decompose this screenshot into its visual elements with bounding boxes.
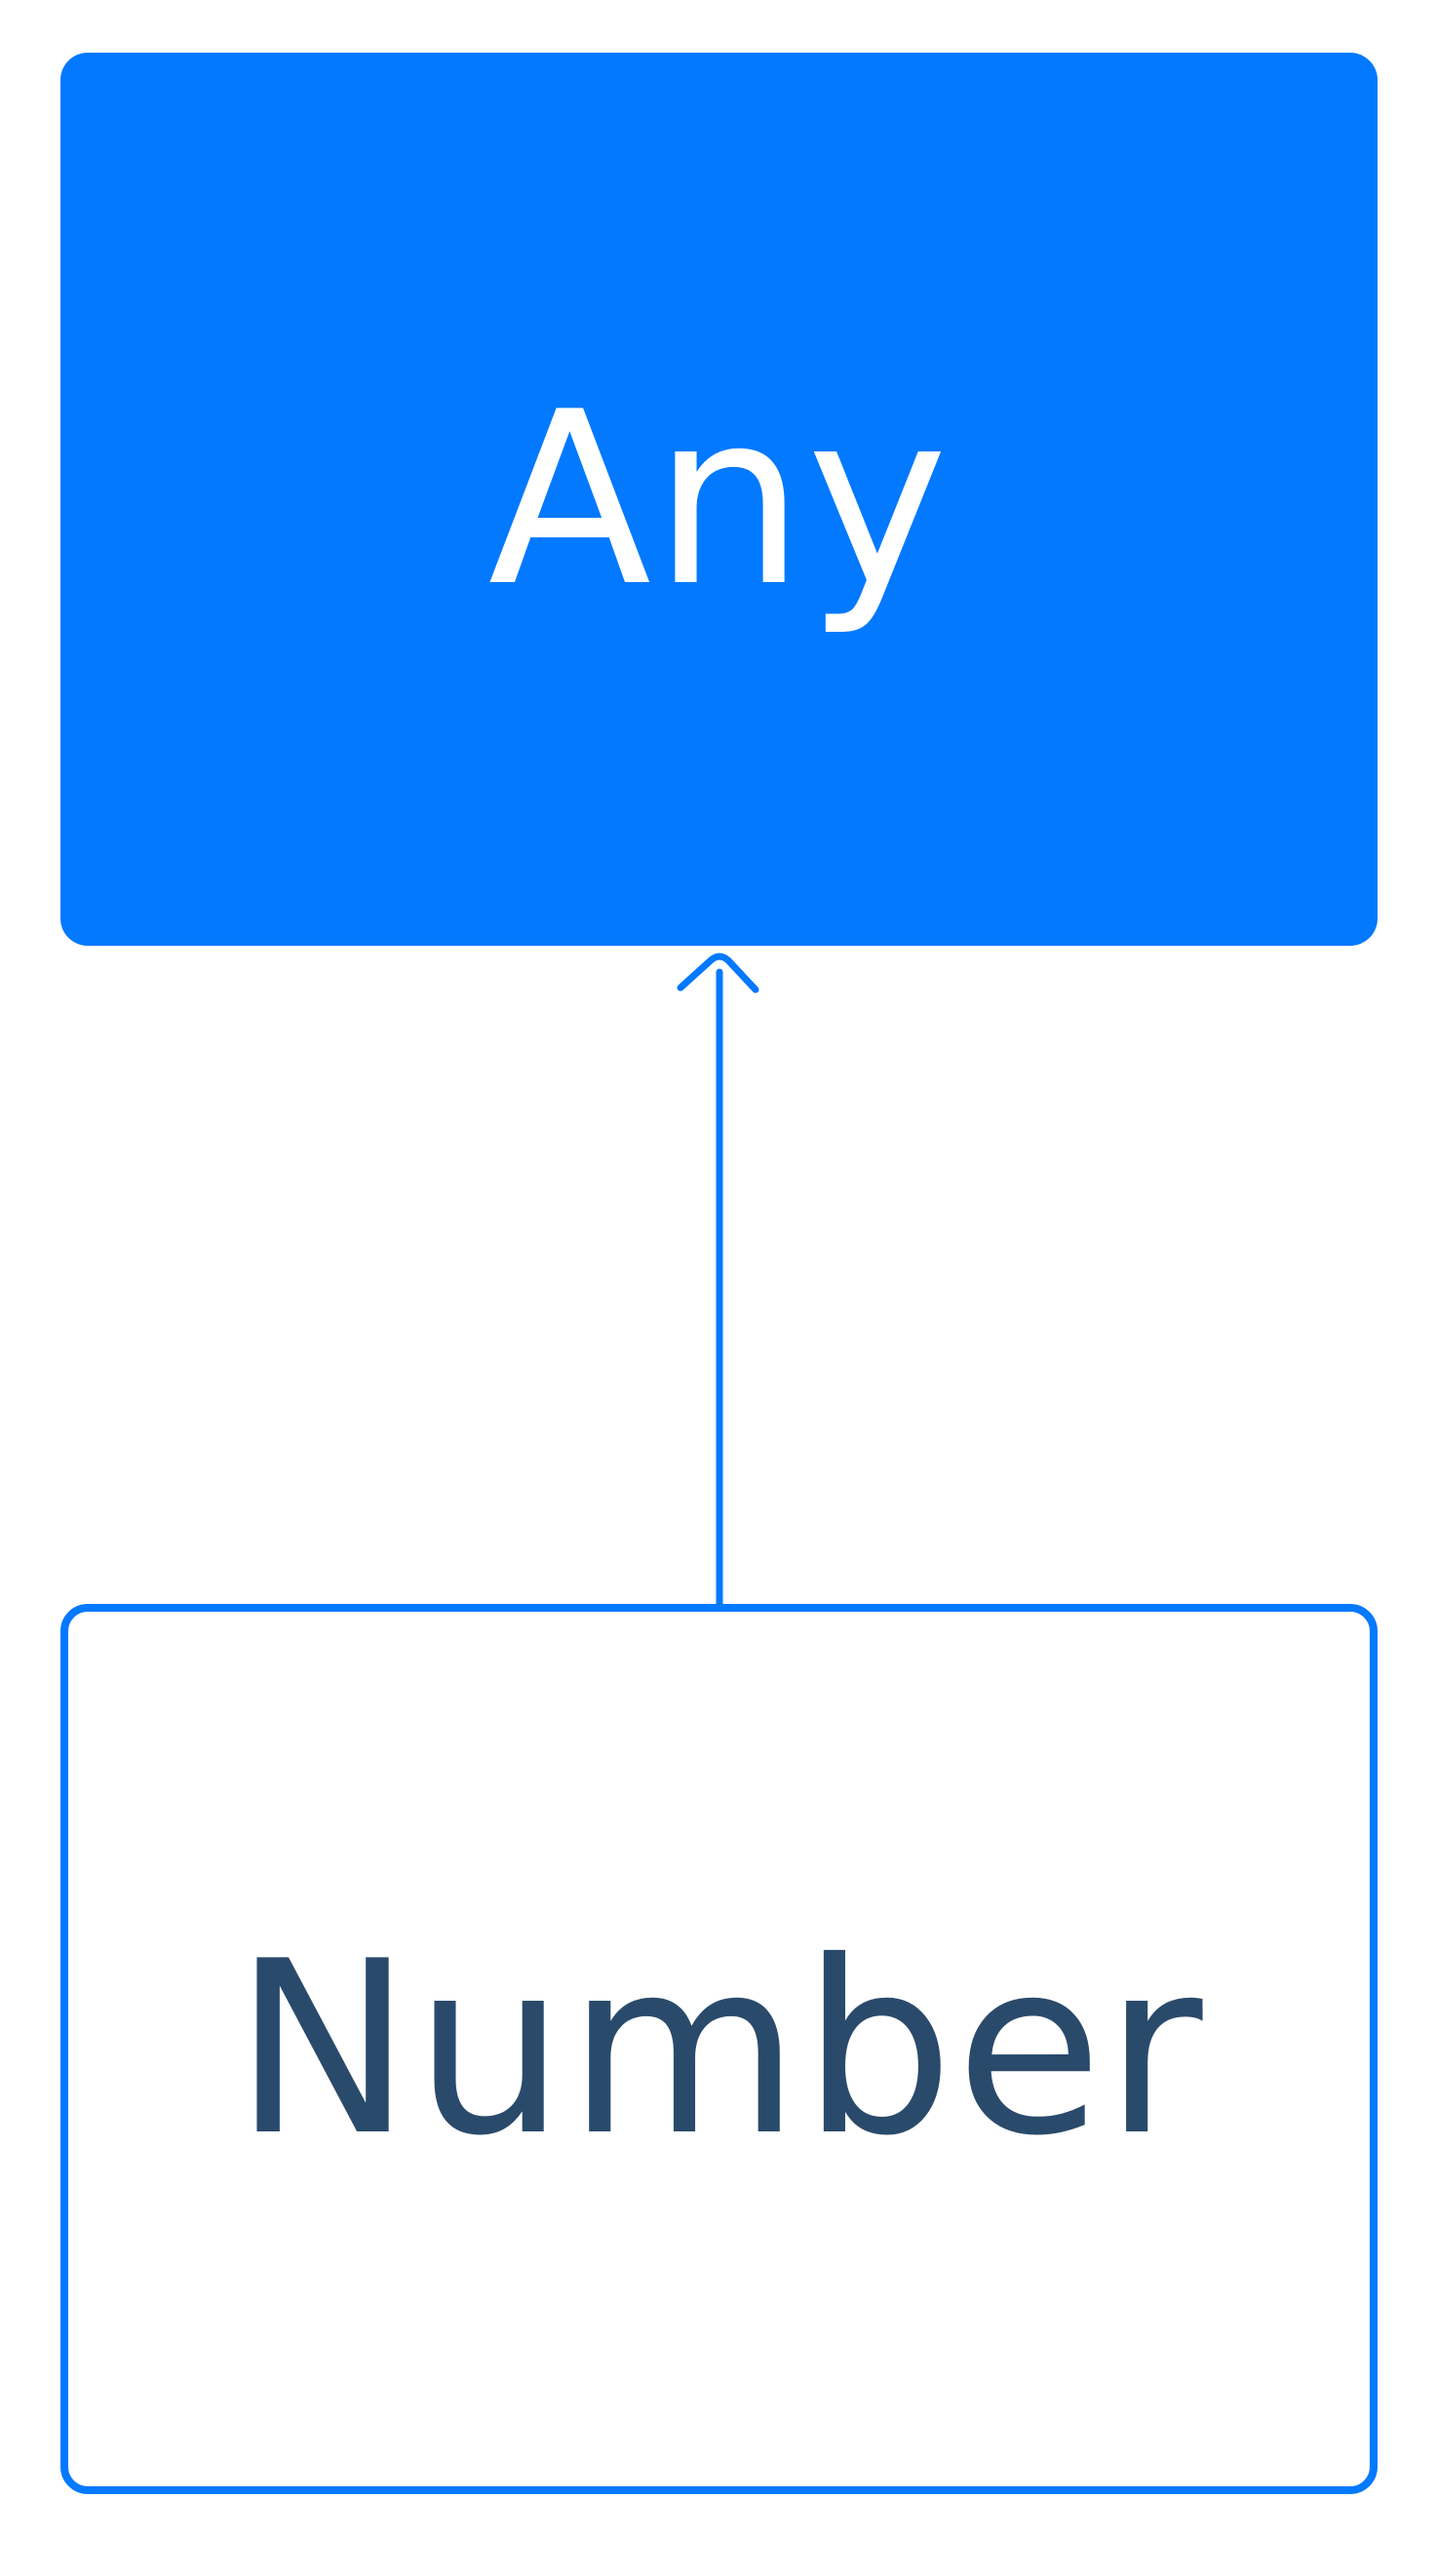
node-number-label: Number [233,1910,1205,2188]
node-any-label: Any [487,360,951,639]
arrowhead-chevron-icon [677,953,759,994]
node-number[interactable]: Number [60,1604,1378,2494]
node-any[interactable]: Any [60,53,1378,946]
